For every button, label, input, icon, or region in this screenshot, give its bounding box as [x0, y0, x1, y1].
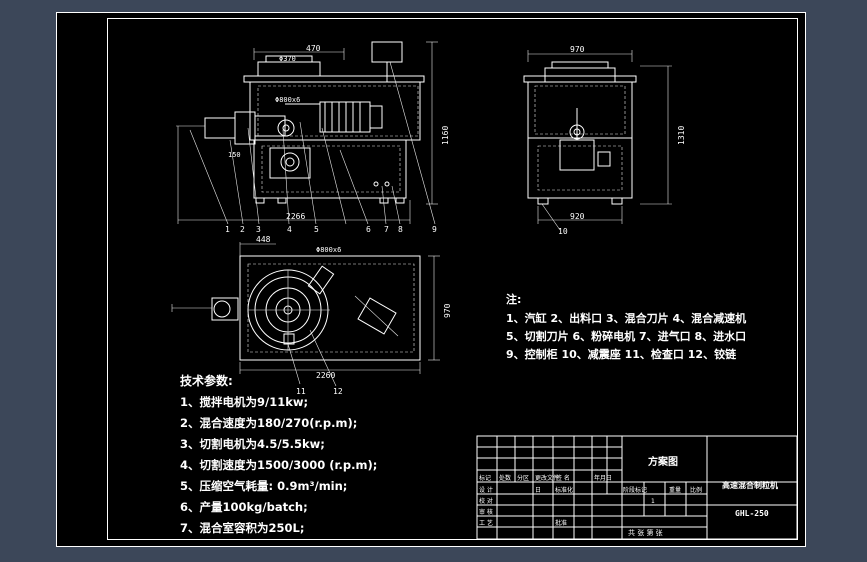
notes-line-3: 9、控制柜 10、减震座 11、检查口 12、铰链: [506, 347, 737, 361]
spec-line-1: 1、搅拌电机为9/11kw;: [180, 395, 308, 409]
spec-line-6: 6、产量100kg/batch;: [180, 500, 308, 514]
dim-front-2266: 2266: [286, 212, 305, 221]
tb-date-mark: 日: [535, 487, 541, 494]
notes-line-2: 5、切割刀片 6、粉碎电机 7、进气口 8、进水口: [506, 329, 746, 343]
balloon-9: 9: [432, 225, 437, 234]
dim-top-dia800: Φ800x6: [316, 246, 341, 254]
tb-role-design: 设 计: [479, 486, 493, 494]
spec-line-3: 3、切割电机为4.5/5.5kw;: [180, 437, 325, 451]
spec-line-4: 4、切割速度为1500/3000 (r.p.m);: [180, 458, 377, 472]
tb-scale: 比例: [690, 486, 702, 494]
balloon-6: 6: [366, 225, 371, 234]
tb-approve: 批准: [555, 519, 567, 527]
dim-side-920: 920: [570, 212, 585, 221]
tb-header-count: 处数: [499, 474, 511, 482]
tb-header-file: 更改文件: [535, 474, 559, 482]
dim-front-470: 470: [306, 44, 321, 53]
side-view: [523, 50, 672, 231]
balloon-7: 7: [384, 225, 389, 234]
dim-front-150: 150: [228, 151, 241, 159]
balloon-11: 11: [296, 387, 306, 396]
dim-side-1310: 1310: [677, 126, 686, 145]
balloon-3: 3: [256, 225, 261, 234]
balloon-12: 12: [333, 387, 343, 396]
tb-role-review: 审 核: [479, 508, 493, 516]
drawing-sheet: [56, 12, 806, 547]
spec-line-7: 7、混合室容积为250L;: [180, 521, 304, 535]
notes-line-1: 1、汽缸 2、出料口 3、混合刀片 4、混合减速机: [506, 311, 746, 325]
tb-header-zone: 分区: [517, 474, 529, 482]
tb-role-check: 校 对: [479, 497, 493, 505]
dim-front-448: 448: [256, 235, 271, 244]
top-view: [171, 242, 440, 387]
tb-header-sign: 签 名: [556, 474, 570, 482]
tb-stage-mark: 阶段标记: [623, 486, 647, 494]
tb-role-process: 工 艺: [479, 519, 493, 527]
specs-title: 技术参数:: [180, 373, 233, 388]
title-block: [476, 435, 798, 540]
tb-weight: 重量: [669, 486, 681, 494]
balloon-5: 5: [314, 225, 319, 234]
spec-line-2: 2、混合速度为180/270(r.p.m);: [180, 416, 357, 430]
balloon-2: 2: [240, 225, 245, 234]
dim-front-dia800: Φ800x6: [275, 96, 300, 104]
sheet-border: [56, 12, 806, 547]
dim-top-2260: 2260: [316, 371, 335, 380]
tb-header-date: 年月日: [594, 474, 612, 482]
spec-line-5: 5、压缩空气耗量: 0.9m³/min;: [180, 479, 347, 493]
title-scheme: 方案图: [648, 455, 678, 468]
title-model: GHL-250: [735, 509, 769, 518]
notes-title: 注:: [506, 292, 521, 306]
drawing-border: [107, 18, 798, 540]
balloon-8: 8: [398, 225, 403, 234]
balloons-front: 1 2 3 4 5 6 7 8 9: [225, 225, 437, 234]
balloon-10: 10: [558, 227, 568, 236]
dim-side-970: 970: [570, 45, 585, 54]
tb-header-mark: 标记: [479, 474, 491, 482]
tb-std: 标准化: [555, 486, 573, 494]
title-machine-name: 高速混合制粒机: [722, 480, 778, 490]
dim-front-dia370: Φ370: [279, 55, 296, 63]
tb-sheet-num: 1: [651, 498, 655, 505]
dim-front-1160: 1160: [441, 126, 450, 145]
dim-top-970: 970: [443, 303, 452, 318]
balloon-4: 4: [287, 225, 292, 234]
front-view: [176, 41, 438, 225]
tb-sheet-text: 共 张 第 张: [628, 528, 663, 537]
balloon-1: 1: [225, 225, 230, 234]
